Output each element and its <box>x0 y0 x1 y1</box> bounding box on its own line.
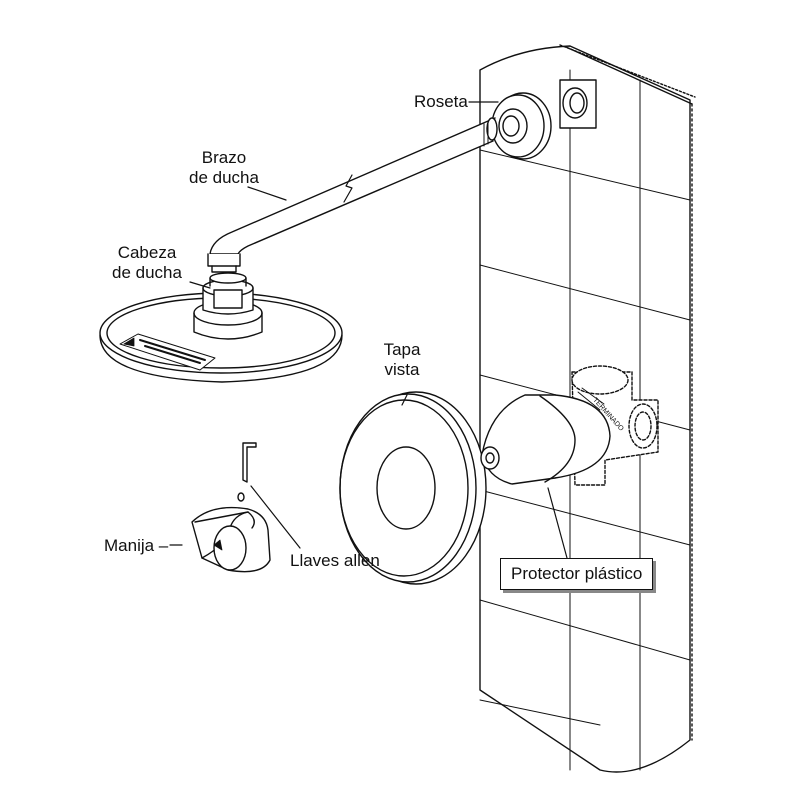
shower-head <box>99 272 343 383</box>
leader-protector <box>547 487 568 559</box>
label-brazo-de-ducha: Brazo de ducha <box>184 148 264 188</box>
label-protector-plastico: Protector plástico <box>500 558 654 590</box>
label-cabeza-de-ducha: Cabeza de ducha <box>102 243 192 283</box>
label-cabeza-line2: de ducha <box>112 263 182 282</box>
label-manija: Manija – <box>104 536 169 555</box>
label-brazo-line1: Brazo <box>201 148 247 167</box>
roseta-flange <box>491 79 597 160</box>
shower-arm <box>207 117 498 273</box>
label-tapa-line2: vista <box>384 360 420 379</box>
label-cabeza-line1: Cabeza <box>117 243 177 262</box>
label-tapa-line1: Tapa <box>383 340 421 359</box>
label-brazo-line2: de ducha <box>189 168 259 187</box>
leader-tapa <box>401 394 408 406</box>
tapa-vista-plate <box>339 391 487 585</box>
label-llaves-allen: Llaves allen <box>290 551 380 570</box>
leader-llaves <box>250 485 301 549</box>
manija-handle <box>191 506 271 573</box>
leader-brazo <box>247 186 287 201</box>
leader-lines <box>169 101 568 559</box>
leader-cabeza <box>189 281 211 289</box>
allen-key <box>237 442 257 502</box>
label-tapa-vista: Tapa vista <box>372 340 432 380</box>
label-roseta: Roseta <box>414 92 468 111</box>
